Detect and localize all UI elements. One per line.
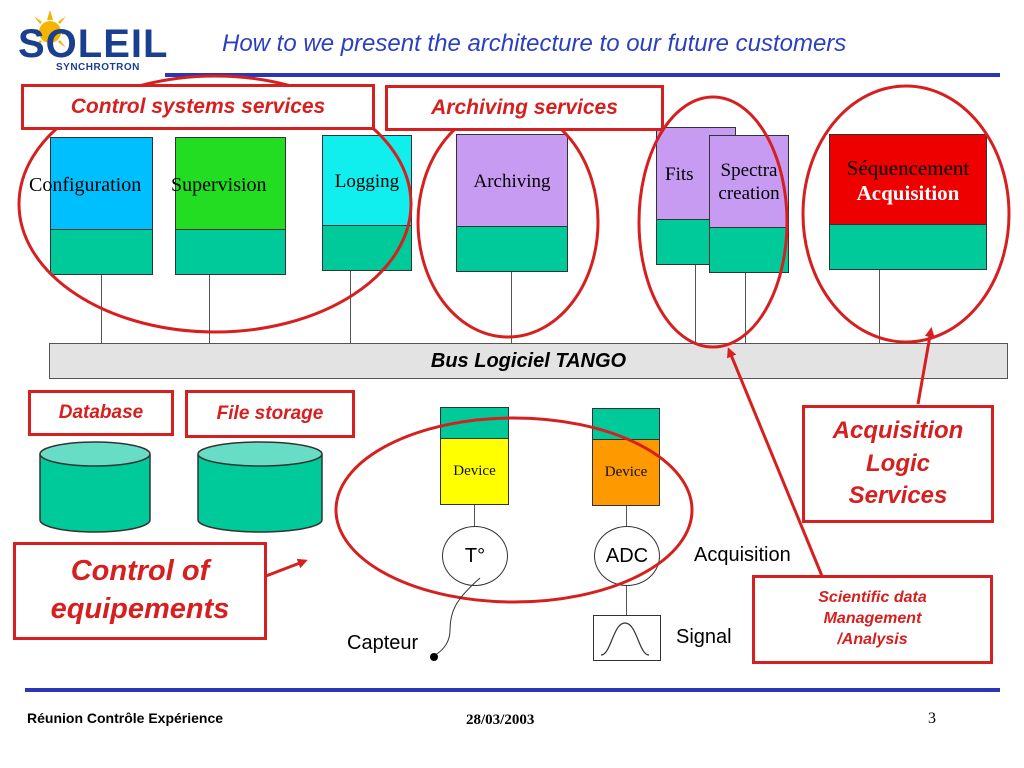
logo-word: SOLEIL [18,22,169,66]
sci-line2: Management [823,610,922,628]
control-systems-label: Control systems services [21,84,375,130]
arrow-control-equip [265,558,308,578]
footer-date: 28/03/2003 [466,712,535,728]
adc-label: ADC [605,544,649,567]
spectra-label: Spectra [720,160,778,182]
signal-waveform [593,615,661,661]
control-equip-line1: Control of [70,555,210,588]
archiving-label: Archiving [473,170,551,192]
bottom-rule [25,688,1000,692]
file-storage-label: File storage [185,390,355,438]
device-2: Device [592,408,660,506]
tango-bus: Bus Logiciel TANGO [49,343,1008,379]
control-systems-label-text: Control systems services [70,95,326,118]
archiving-service: Archiving [456,134,568,272]
acquisition-service-label: Acquisition [856,181,960,205]
temperature-sensor: T° [442,526,508,586]
scientific-data-label: Scientific data Management /Analysis [752,575,993,664]
control-of-equipements-label: Control of equipements [13,542,267,640]
fits-label: Fits [665,163,694,185]
configuration-label: Configuration [29,174,142,196]
soleil-logo: SOLEIL SYNCHROTRON [10,10,167,73]
device-2-label: Device [604,463,648,480]
acq-logic-line3: Services [848,482,948,510]
spectra-creation-service: Spectra creation [709,135,789,273]
top-rule [165,73,1000,77]
acquisition-logic-services-label: Acquisition Logic Services [802,405,994,523]
supervision-label: Supervision [171,174,267,196]
logging-label: Logging [334,170,400,192]
database-cylinder [39,441,151,533]
control-equip-line2: equipements [50,593,230,625]
device-1-label: Device [453,462,496,479]
sci-line1: Scientific data [818,589,927,607]
page-number: 3 [928,710,936,727]
creation-label: creation [718,183,780,204]
signal-text: Signal [676,626,732,648]
sun-icon [28,10,72,54]
adc-converter: ADC [594,526,660,586]
sci-line3: /Analysis [837,630,908,648]
tango-bus-label: Bus Logiciel TANGO [430,349,627,372]
capteur-dot [430,653,438,661]
device-1: Device [440,407,509,505]
archiving-services-label-text: Archiving services [431,96,618,119]
sequencement-service: Séquencement Acquisition [829,134,987,270]
logging-service: Logging [322,135,412,271]
acq-logic-line1: Acquisition [832,417,964,445]
acq-logic-line2: Logic [866,449,930,477]
footer-left: Réunion Contrôle Expérience [27,710,224,726]
archiving-services-label: Archiving services [385,85,664,131]
acquisition-text: Acquisition [694,544,791,566]
file-storage-label-text: File storage [216,403,324,424]
temperature-sensor-label: T° [464,544,486,567]
supervision-service [175,137,286,275]
logo-subtitle: SYNCHROTRON [56,62,140,73]
database-label-text: Database [58,402,144,423]
configuration-service [50,137,153,275]
sequencement-label: Séquencement [846,155,970,180]
capteur-text: Capteur [347,632,419,654]
capteur-wire [433,577,481,657]
file-storage-cylinder [197,441,323,533]
slide-title: How to we present the architecture to ou… [222,30,847,57]
database-label: Database [28,390,174,436]
